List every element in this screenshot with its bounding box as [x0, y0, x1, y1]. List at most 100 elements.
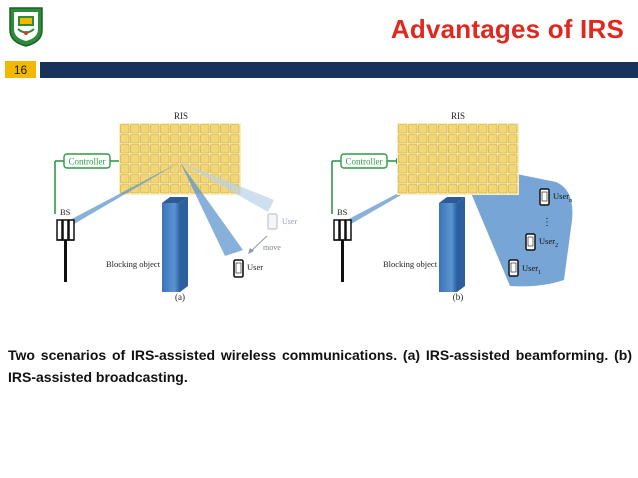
user-1-name: User [522, 263, 538, 273]
user-2-sub: 2 [555, 243, 558, 249]
ris-element [180, 154, 190, 164]
ris-element [150, 154, 160, 164]
ris-element [130, 164, 140, 174]
user-a: User [233, 259, 263, 278]
ris-element [160, 154, 170, 164]
ris-element [230, 164, 240, 174]
ris-element [478, 184, 488, 194]
ris-element [488, 154, 498, 164]
ris-element [200, 144, 210, 154]
ris-element [220, 134, 230, 144]
ris-element [140, 124, 150, 134]
ris-element [140, 134, 150, 144]
ris-element [458, 144, 468, 154]
ris-element [458, 154, 468, 164]
ris-element [458, 174, 468, 184]
controller-a: Controller [54, 153, 124, 214]
ris-element [170, 184, 180, 194]
ris-element [498, 184, 508, 194]
figure-caption: Two scenarios of IRS-assisted wireless c… [8, 347, 632, 385]
ris-element [468, 134, 478, 144]
ris-element [408, 174, 418, 184]
panel-a-sublabel: (a) [175, 292, 185, 302]
ris-element [508, 144, 518, 154]
ris-element [408, 144, 418, 154]
ris-element [488, 134, 498, 144]
ris-element [488, 124, 498, 134]
ris-element [140, 164, 150, 174]
ris-element [428, 184, 438, 194]
panel-b: Controller RIS Blocking object BS Usern … [331, 111, 573, 302]
ris-element [508, 184, 518, 194]
ris-element [190, 154, 200, 164]
ris-element [130, 144, 140, 154]
ris-element [438, 124, 448, 134]
ris-element [150, 144, 160, 154]
ris-element [160, 134, 170, 144]
ris-element [478, 174, 488, 184]
ris-element [478, 154, 488, 164]
ris-element [438, 164, 448, 174]
user-ellipsis-b: ⋮ [542, 217, 552, 228]
slide-title: Advantages of IRS [390, 14, 624, 44]
ris-element [140, 144, 150, 154]
blocking-object-a: Blocking object [106, 197, 188, 292]
ris-element [508, 154, 518, 164]
ris-element [120, 164, 130, 174]
ris-element [130, 134, 140, 144]
controller-b-label: Controller [346, 157, 383, 167]
ris-element [418, 134, 428, 144]
irs-figure: Controller RIS Blocking object BS [54, 111, 573, 302]
user-a-label: User [247, 262, 263, 272]
ris-element [468, 174, 478, 184]
ris-element [220, 164, 230, 174]
ris-element [448, 174, 458, 184]
ris-element [210, 164, 220, 174]
ris-element [458, 184, 468, 194]
ris-element [468, 184, 478, 194]
ris-element [160, 174, 170, 184]
ris-b-panel [397, 123, 519, 195]
ris-element [398, 124, 408, 134]
panel-a: Controller RIS Blocking object BS [54, 111, 297, 302]
ris-element [150, 124, 160, 134]
ris-element [408, 124, 418, 134]
ris-element [170, 154, 180, 164]
controller-b: Controller [331, 153, 401, 214]
ris-element [468, 144, 478, 154]
ris-element [418, 174, 428, 184]
user-ghost-a: User move [248, 213, 297, 254]
ris-element [448, 134, 458, 144]
ris-element [508, 164, 518, 174]
ris-element [498, 124, 508, 134]
svg-text:User2: User2 [539, 236, 558, 249]
ris-element [160, 144, 170, 154]
ris-element [418, 124, 428, 134]
ris-element [428, 134, 438, 144]
ris-element [230, 144, 240, 154]
ris-element [498, 154, 508, 164]
user-n-b: Usern [539, 188, 572, 206]
ris-element [508, 134, 518, 144]
ris-element [150, 134, 160, 144]
ris-element [220, 154, 230, 164]
ris-element [398, 144, 408, 154]
ris-element [170, 164, 180, 174]
user-2-name: User [539, 236, 555, 246]
user-n-sub: n [569, 198, 572, 204]
ris-b-label: RIS [451, 111, 465, 121]
ris-element [398, 134, 408, 144]
beams-a [66, 162, 274, 256]
ris-element [150, 164, 160, 174]
title-bar [40, 62, 638, 78]
ris-element [170, 134, 180, 144]
ris-element [160, 164, 170, 174]
ris-element [398, 164, 408, 174]
user-n-name: User [553, 191, 569, 201]
ris-element [498, 144, 508, 154]
ris-element [180, 134, 190, 144]
ris-element [200, 124, 210, 134]
ris-element [170, 124, 180, 134]
ris-element [488, 184, 498, 194]
move-a-label: move [263, 243, 281, 252]
